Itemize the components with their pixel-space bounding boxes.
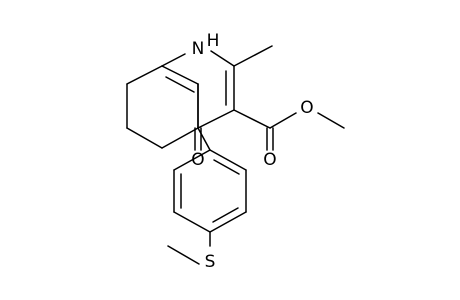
- bond-layer: [126, 45, 345, 265]
- bond-s-methyl: [167, 245, 200, 265]
- bond-c8a-n: [161, 53, 186, 67]
- bond-c6-c5: [161, 127, 199, 149]
- sulfur-label: S: [205, 252, 216, 272]
- bond-c4a-c8a-double: [165, 76, 195, 93]
- nh-hydrogen-label: H: [207, 31, 220, 51]
- ester-ether-oxygen-label: O: [300, 98, 313, 118]
- bond-aryl-4-5: [173, 211, 211, 233]
- bond-aryl-1-2: [209, 149, 247, 171]
- bond-c3-cester: [233, 109, 271, 129]
- atom-labels: H N O O O S: [191, 31, 313, 272]
- bond-aryl-inner-a: [213, 159, 240, 175]
- bond-oether-methyl: [317, 112, 345, 129]
- bond-aryl-inner-b: [212, 207, 239, 223]
- bond-c7-c6: [126, 127, 163, 149]
- bond-aryl-6-1: [173, 149, 211, 171]
- bond-c4a-c8a: [161, 65, 199, 85]
- bond-aryl-3-4: [209, 211, 247, 233]
- bond-c8a-c8: [126, 65, 163, 85]
- bond-c3-c4: [197, 109, 235, 129]
- nh-nitrogen-label: N: [192, 39, 205, 59]
- ketone-oxygen-label: O: [191, 150, 204, 170]
- bond-c2-methyl: [233, 45, 273, 67]
- bond-cester-oether: [269, 112, 297, 129]
- bond-n-c2: [210, 50, 235, 67]
- bond-c4-aryl: [197, 127, 211, 151]
- ester-carbonyl-oxygen-label: O: [263, 150, 276, 170]
